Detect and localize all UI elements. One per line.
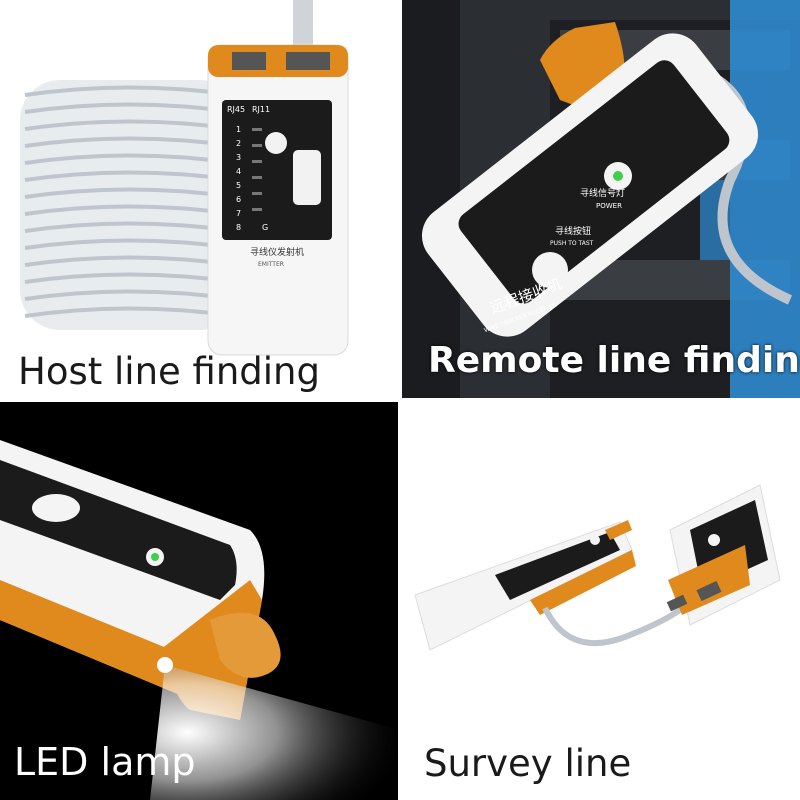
emitter-port-label-rj11: RJ11 [252,105,270,114]
panel-host-line-finding: RJ45 RJ11 1 2 3 4 5 6 7 8 G 寻线仪发射机 EMITT… [0,0,400,400]
emitter-pin-2: 2 [236,139,241,148]
emitter-pin-1: 1 [236,125,241,134]
caption-led-lamp: LED lamp [14,740,196,784]
emitter-port-label-rj45: RJ45 [227,105,245,114]
grid-divider-horizontal [0,398,800,402]
emitter-brand-text: 寻线仪发射机 [250,246,304,258]
emitter-device [207,44,349,356]
emitter-pin-8: 8 [236,223,241,232]
emitter-pin-3: 3 [236,153,241,162]
receiver-led-lamp-image [0,400,400,800]
emitter-sub-text: EMITTER [258,261,284,268]
panel-led-lamp: LED lamp [0,400,400,800]
emitter-pin-5: 5 [236,181,241,190]
receiver-power-en: POWER [596,202,622,210]
caption-host-line-finding: Host line finding [18,350,320,393]
survey-cable [542,598,693,646]
receiver-button-en: PUSH TO TAST [550,240,594,247]
emitter-with-cable-image: RJ45 RJ11 1 2 3 4 5 6 7 8 G 寻线仪发射机 EMITT… [20,0,349,356]
panel-remote-line-finding: 寻线信号灯 POWER 寻线按钮 PUSH TO TAST 远程接收机 WIRE… [400,0,800,400]
receiver-button-label: 寻线按钮 [555,225,591,237]
cable-coil [20,80,240,330]
caption-survey-line: Survey line [424,742,632,785]
emitter-pin-6: 6 [236,195,241,204]
panel-survey-line: Survey line [400,400,800,800]
receiver-device [421,22,759,337]
led-lamp-icon [157,657,173,673]
receiver-in-server-rack-image: 寻线信号灯 POWER 寻线按钮 PUSH TO TAST 远程接收机 WIRE… [400,0,800,400]
receiver-device-lying [414,520,636,651]
emitter-pin-g: G [262,223,268,232]
emitter-pin-7: 7 [236,209,241,218]
emitter-device-standing [666,484,781,626]
emitter-pin-4: 4 [236,167,241,176]
emitter-receiver-connected-image [400,400,800,800]
receiver-power-label: 寻线信号灯 [580,187,625,199]
led-light-beam [150,665,400,800]
caption-remote-line-finding: Remote line finding [428,340,800,381]
